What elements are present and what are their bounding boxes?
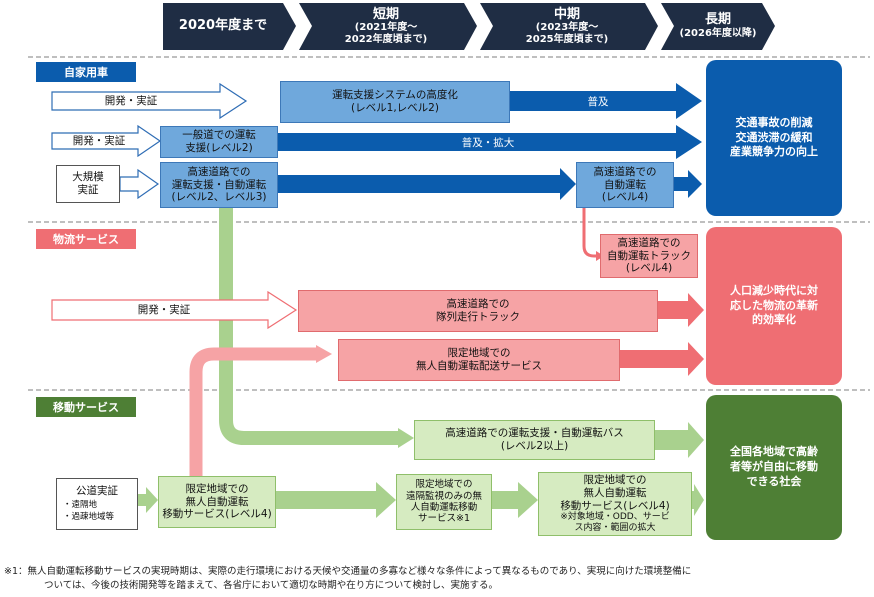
jika-dev-label-2: 開発・実証 [72,134,126,147]
section-label-ido: 移動サービス [36,397,136,417]
butsuryu-dev-arrow [51,290,298,330]
header-chevron-1 [163,3,296,50]
fukyu-kakudai-label: 普及・拡大 [461,136,515,149]
daikibo-box: 大規模 実証 [56,165,120,203]
mujin4b-title: 限定地域での 無人自動運転 移動サービス(レベル4) [560,474,670,512]
section-label-jika: 自家用車 [36,62,136,82]
fukyu-arrow [510,83,702,119]
mujin4-arrow [276,482,396,518]
mujin4-box: 限定地域での 無人自動運転 移動サービス(レベル4) [158,476,276,528]
platoon-box: 高速道路での 隊列走行トラック [298,290,658,332]
goal-pink: 人口減少時代に対 応した物流の革新 的効率化 [706,227,842,385]
ippan-box: 一般道での運転 支援(レベル2) [160,126,278,158]
header-title: 中期 [553,6,580,22]
green-connector-head [398,428,414,448]
header-title: 2020年度まで [178,18,268,34]
kosoku4-box: 高速道路での 自動運転 (レベル4) [576,162,674,208]
header-chevron-3 [480,3,658,50]
jika-dev-label-1: 開発・実証 [104,94,158,107]
delivery-arrow [620,342,704,376]
footnote-line: ついては、今後の技術開発等を踏まえて、各省庁において適切な時期や在り方について検… [44,579,499,591]
fukyu-label: 普及 [587,95,609,108]
green-connector [219,208,400,445]
platoon-arrow [658,293,704,327]
mujin4b-note: ※対象地域・ODD、サービ ス内容・範囲の拡大 [560,512,670,533]
dev-arrow-1 [51,82,248,120]
header-period-2020: 2020年度まで [163,3,283,50]
header-sub: (2023年度～ 2025年度頃まで) [525,22,609,45]
koukyo-title: 公道実証 [76,485,118,497]
kosoku-box: 高速道路での 運転支援・自動運転 (レベル2、レベル3) [160,162,278,208]
daikibo-arrow [119,168,160,200]
section-label-butsuryu: 物流サービス [36,229,136,249]
goal-green: 全国各地域で高齢 者等が自由に移動 できる社会 [706,395,842,540]
delivery-box: 限定地域での 無人自動運転配送サービス [338,339,620,381]
koukyo-box: 公道実証 ・遠隔地 ・過疎地域等 [56,478,138,530]
header-period-mid: 中期 (2023年度～ 2025年度頃まで) [487,3,647,50]
mujin4b-box: 限定地域での 無人自動運転 移動サービス(レベル4) ※対象地域・ODD、サービ… [538,472,692,536]
header-title: 長期 [704,12,731,28]
header-title: 短期 [372,6,399,22]
header-chevron-2 [299,3,477,50]
butsuryu-dev-label: 開発・実証 [137,303,191,316]
remote-box: 限定地域での 遠隔監視のみの無 人自動運転移動 サービス※1 [396,474,492,530]
bus-box: 高速道路での運転支援・自動運転バス (レベル2以上) [414,420,655,460]
pink-connector-2 [189,347,318,478]
koukyo-item: ・遠隔地 [63,500,98,510]
kosoku4-arrow [674,170,702,198]
header-chevron-4 [661,3,775,50]
pink-connector [582,208,598,258]
truck4-box: 高速道路での 自動運転トラック (レベル4) [600,234,698,278]
header-period-long: 長期 (2026年度以降) [666,3,770,50]
dev-arrow-2 [51,124,162,158]
koukyo-item: ・過疎地域等 [63,512,115,522]
bus-arrow [655,422,704,458]
header-sub: (2021年度～ 2022年度頃まで) [344,22,428,45]
kosoku-arrow [278,168,576,200]
adas-box: 運転支援システムの高度化 (レベル1,レベル2) [280,81,510,123]
mujin4b-arrow [692,484,704,516]
footnote-line: ※1：無人自動運転移動サービスの実現時期は、実際の走行環境における天候や交通量の… [4,566,692,577]
header-period-short: 短期 (2021年度～ 2022年度頃まで) [306,3,466,50]
fukyu-kakudai-arrow [278,125,702,159]
pink-connector-2-head [316,345,332,363]
remote-arrow [492,482,538,518]
header-sub: (2026年度以降) [679,28,757,40]
goal-blue: 交通事故の削減 交通渋滞の緩和 産業競争力の向上 [706,60,842,216]
koukyo-arrow [138,487,158,513]
footnote: ※1：無人自動運転移動サービスの実現時期は、実際の走行環境における天候や交通量の… [4,565,872,595]
